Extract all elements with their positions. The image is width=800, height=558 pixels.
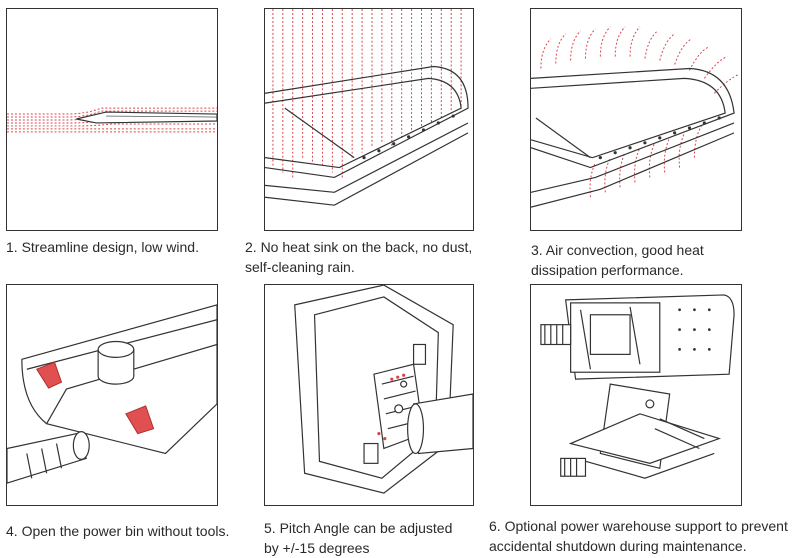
caption-6-line1: 6. Optional power warehouse support to p…: [489, 518, 788, 534]
top-view-lamp: [540, 294, 735, 380]
convection-arrows: [540, 26, 740, 198]
pitch-angle-illustration: [294, 285, 473, 494]
streamline-illustration: [7, 107, 217, 133]
figure-power-bin: [6, 284, 218, 506]
caption-1-line1: 1. Streamline design, low wind.: [6, 239, 199, 255]
caption-5: 5. Pitch Angle can be adjusted by +/-15 …: [264, 518, 452, 558]
rain-lines: [272, 9, 462, 178]
caption-1: 1. Streamline design, low wind.: [6, 237, 199, 257]
airflow-lines: [7, 107, 217, 133]
figure-air-convection: [530, 8, 742, 231]
lamp-profile: [76, 111, 217, 124]
vent-dots: [678, 308, 711, 351]
caption-3-line2: dissipation performance.: [531, 262, 684, 278]
caption-5-line1: 5. Pitch Angle can be adjusted: [264, 520, 453, 536]
caption-2-line1: 2. No heat sink on the back, no dust,: [245, 239, 473, 255]
vent-holes: [362, 114, 455, 160]
power-bin-illustration: [7, 304, 217, 484]
photocell: [97, 340, 135, 385]
power-warehouse-illustration: [540, 294, 735, 479]
figure-no-heat-sink: [264, 8, 474, 231]
open-bin-view: [560, 383, 722, 479]
lamp-top: [265, 65, 469, 206]
caption-3: 3. Air convection, good heat dissipation…: [531, 240, 704, 280]
convection-illustration: [531, 26, 740, 208]
figure-pitch-angle: [264, 284, 474, 506]
pole: [407, 393, 473, 455]
caption-5-line2: by +/-15 degrees: [264, 540, 370, 556]
caption-2: 2. No heat sink on the back, no dust, se…: [245, 237, 472, 277]
caption-4-line1: 4. Open the power bin without tools.: [6, 523, 230, 539]
latch-clips: [35, 361, 155, 435]
caption-2-line2: self-cleaning rain.: [245, 259, 355, 275]
pole-arm: [7, 431, 90, 484]
caption-6: 6. Optional power warehouse support to p…: [489, 516, 788, 556]
angle-marks: [377, 373, 406, 441]
rain-illustration: [265, 9, 469, 206]
caption-3-line1: 3. Air convection, good heat: [531, 242, 704, 258]
figure-streamline: [6, 8, 218, 231]
caption-6-line2: accidental shutdown during maintenance.: [489, 538, 747, 554]
figure-power-warehouse: [530, 284, 742, 506]
lamp-body: [531, 67, 735, 208]
caption-4: 4. Open the power bin without tools.: [6, 521, 229, 541]
vent-holes: [598, 116, 721, 160]
lamp-housing: [294, 285, 454, 494]
